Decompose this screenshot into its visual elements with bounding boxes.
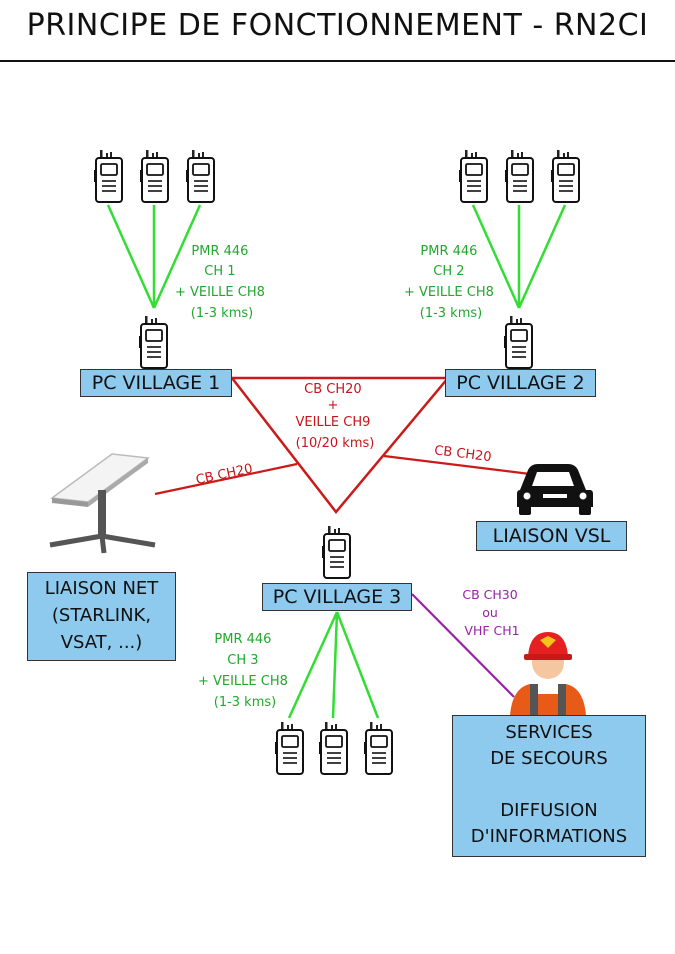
- walkie-talkie-icon: [550, 149, 580, 203]
- walkie-talkie-icon: [185, 149, 215, 203]
- walkie-talkie-icon: [504, 149, 534, 203]
- liaison-net-line: VSAT, ...): [60, 632, 143, 653]
- walkie-talkie-icon: [274, 721, 304, 775]
- secours-line: SERVICES: [505, 722, 593, 743]
- page-title: PRINCIPE DE FONCTIONNEMENT - RN2CI: [26, 8, 649, 43]
- liaison-net-box: LIAISON NET (STARLINK, VSAT, ...): [27, 572, 176, 661]
- walkie-talkie-icon: [503, 315, 533, 369]
- car-icon: [517, 464, 593, 515]
- walkie-talkie-icon: [139, 149, 169, 203]
- secours-line: D'INFORMATIONS: [470, 826, 628, 847]
- liaison-net-line: (STARLINK,: [51, 605, 152, 626]
- pmr-links-village-2: [471, 204, 567, 309]
- pc-village-3-box: PC VILLAGE 3: [262, 583, 412, 611]
- pc-village-2-box: PC VILLAGE 2: [445, 369, 596, 397]
- pmr-links-village-3: [287, 611, 380, 719]
- vhf-link-secours: [411, 593, 515, 698]
- walkie-talkie-icon: [321, 525, 351, 579]
- walkie-talkie-icon: [93, 149, 123, 203]
- cb-net-label: CB CH20: [195, 461, 254, 488]
- liaison-net-line: LIAISON NET: [44, 578, 159, 599]
- secours-spacer: [453, 772, 645, 798]
- cb-triangle-label: CB CH20 + VEILLE CH9 (10/20 kms): [295, 382, 374, 451]
- secours-line: DIFFUSION: [500, 800, 598, 821]
- firefighter-icon: [510, 632, 586, 716]
- pmr-label-village-3: PMR 446 CH 3 + VEILLE CH8 (1-3 kms): [198, 632, 292, 710]
- cb-triangle-link: [229, 376, 451, 514]
- walkie-talkie-icon: [458, 149, 488, 203]
- walkie-talkie-icon: [363, 721, 393, 775]
- liaison-vsl-box: LIAISON VSL: [476, 521, 627, 551]
- services-secours-box: SERVICES DE SECOURS DIFFUSION D'INFORMAT…: [452, 715, 646, 857]
- title-divider: [0, 60, 675, 62]
- cb-vsl-label: CB CH20: [433, 443, 492, 465]
- walkie-talkie-icon: [318, 721, 348, 775]
- vhf-secours-label: CB CH30 ou VHF CH1: [462, 587, 521, 638]
- pmr-links-village-1: [106, 204, 202, 309]
- pc-village-1-box: PC VILLAGE 1: [80, 369, 232, 397]
- secours-line: DE SECOURS: [490, 748, 608, 769]
- walkie-talkie-icon: [138, 315, 168, 369]
- satellite-dish-icon: [49, 453, 156, 554]
- pmr-label-village-1: PMR 446 CH 1 + VEILLE CH8 (1-3 kms): [175, 244, 269, 321]
- cb-link-net: [154, 462, 298, 496]
- cb-link-vsl: [383, 454, 531, 476]
- pmr-label-village-2: PMR 446 CH 2 + VEILLE CH8 (1-3 kms): [404, 244, 498, 321]
